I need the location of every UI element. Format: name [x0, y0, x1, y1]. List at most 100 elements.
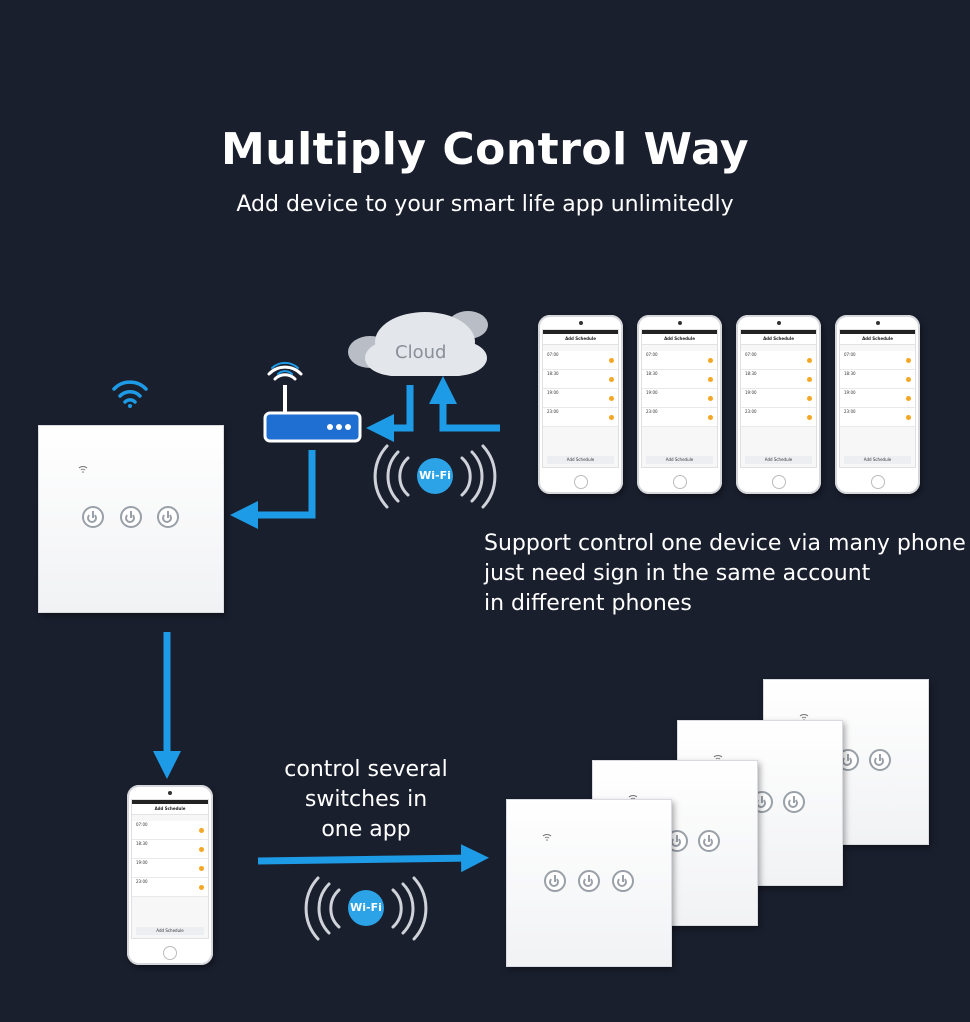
- schedule-row[interactable]: 07:00: [741, 351, 816, 370]
- toggle-dot[interactable]: [609, 377, 614, 382]
- switch-power-button[interactable]: [544, 870, 566, 892]
- schedule-row[interactable]: 18:30: [840, 370, 915, 389]
- schedule-row[interactable]: 23:00: [741, 408, 816, 427]
- schedule-time: 18:30: [547, 371, 559, 376]
- schedule-time: 18:30: [136, 841, 148, 846]
- schedule-time: 07:00: [745, 352, 757, 357]
- switch-power-button[interactable]: [783, 791, 805, 813]
- toggle-dot[interactable]: [807, 415, 812, 420]
- phone-speaker: [776, 321, 781, 325]
- schedule-time: 23:00: [745, 409, 757, 414]
- switch-power-button-3[interactable]: [157, 506, 179, 528]
- phone-speaker: [677, 321, 682, 325]
- switch-power-button-1[interactable]: [82, 506, 104, 528]
- add-schedule-button[interactable]: Add Schedule: [136, 927, 204, 935]
- schedule-time: 18:30: [844, 371, 856, 376]
- switch-power-button-2[interactable]: [120, 506, 142, 528]
- add-schedule-button[interactable]: Add Schedule: [745, 456, 812, 464]
- toggle-dot[interactable]: [199, 866, 204, 871]
- schedule-row[interactable]: 07:00: [642, 351, 717, 370]
- support-text-line-2: just need sign in the same account: [484, 561, 871, 586]
- toggle-dot[interactable]: [609, 415, 614, 420]
- toggle-dot[interactable]: [906, 415, 911, 420]
- arrow-phone-to-switches: [257, 844, 489, 873]
- schedule-row[interactable]: 19:00: [840, 389, 915, 408]
- schedule-row[interactable]: 19:00: [543, 389, 618, 408]
- toggle-dot[interactable]: [708, 396, 713, 401]
- schedule-time: 07:00: [646, 352, 658, 357]
- schedule-row[interactable]: 18:30: [642, 370, 717, 389]
- wifi-badge-upper: Wi-Fi: [417, 458, 453, 494]
- toggle-dot[interactable]: [906, 377, 911, 382]
- switch-power-button[interactable]: [612, 870, 634, 892]
- switch-power-button[interactable]: [698, 830, 720, 852]
- schedule-row[interactable]: 18:30: [741, 370, 816, 389]
- add-schedule-button[interactable]: Add Schedule: [844, 456, 911, 464]
- switch-wifi-icon: [542, 834, 552, 841]
- support-text-line-3: in different phones: [484, 591, 692, 616]
- schedule-time: 18:30: [646, 371, 658, 376]
- toggle-dot[interactable]: [708, 377, 713, 382]
- schedule-row[interactable]: 23:00: [543, 408, 618, 427]
- toggle-dot[interactable]: [708, 358, 713, 363]
- toggle-dot[interactable]: [906, 396, 911, 401]
- toggle-dot[interactable]: [807, 358, 812, 363]
- schedule-row[interactable]: 23:00: [642, 408, 717, 427]
- app-header: Add Schedule: [642, 334, 717, 345]
- toggle-dot[interactable]: [807, 377, 812, 382]
- schedule-row[interactable]: 23:00: [132, 878, 208, 897]
- schedule-time: 07:00: [547, 352, 559, 357]
- control-text-line-3: one app: [321, 817, 411, 842]
- wifi-signal-icon: [112, 380, 148, 408]
- arrow-router-to-switch: [230, 450, 316, 529]
- schedule-time: 07:00: [844, 352, 856, 357]
- toggle-dot[interactable]: [199, 828, 204, 833]
- toggle-dot[interactable]: [609, 358, 614, 363]
- switch-power-button[interactable]: [869, 749, 891, 771]
- wifi-waves-upper: [373, 444, 497, 509]
- home-button[interactable]: [573, 475, 588, 489]
- schedule-row[interactable]: 23:00: [840, 408, 915, 427]
- control-text-line-2: switches in: [304, 787, 428, 812]
- schedule-row[interactable]: 19:00: [642, 389, 717, 408]
- add-schedule-button[interactable]: Add Schedule: [646, 456, 713, 464]
- phone-status-bar: [543, 330, 618, 334]
- schedule-row[interactable]: 07:00: [543, 351, 618, 370]
- home-button[interactable]: [163, 946, 177, 960]
- schedule-time: 23:00: [646, 409, 658, 414]
- switch-power-button[interactable]: [578, 870, 600, 892]
- phone-status-bar: [741, 330, 816, 334]
- home-button[interactable]: [870, 475, 885, 489]
- schedule-time: 19:00: [547, 390, 559, 395]
- schedule-row[interactable]: 19:00: [132, 859, 208, 878]
- toggle-dot[interactable]: [807, 396, 812, 401]
- app-header: Add Schedule: [840, 334, 915, 345]
- schedule-time: 19:00: [136, 860, 148, 865]
- schedule-row[interactable]: 07:00: [132, 821, 208, 840]
- schedule-time: 23:00: [844, 409, 856, 414]
- toggle-dot[interactable]: [199, 847, 204, 852]
- home-button[interactable]: [672, 475, 687, 489]
- schedule-row[interactable]: 19:00: [741, 389, 816, 408]
- toggle-dot[interactable]: [609, 396, 614, 401]
- toggle-dot[interactable]: [906, 358, 911, 363]
- home-button[interactable]: [771, 475, 786, 489]
- schedule-row[interactable]: 18:30: [132, 840, 208, 859]
- schedule-time: 18:30: [745, 371, 757, 376]
- toggle-dot[interactable]: [199, 885, 204, 890]
- schedule-row[interactable]: 18:30: [543, 370, 618, 389]
- schedule-row[interactable]: 07:00: [840, 351, 915, 370]
- add-schedule-button[interactable]: Add Schedule: [547, 456, 614, 464]
- schedule-time: 07:00: [136, 822, 148, 827]
- toggle-dot[interactable]: [708, 415, 713, 420]
